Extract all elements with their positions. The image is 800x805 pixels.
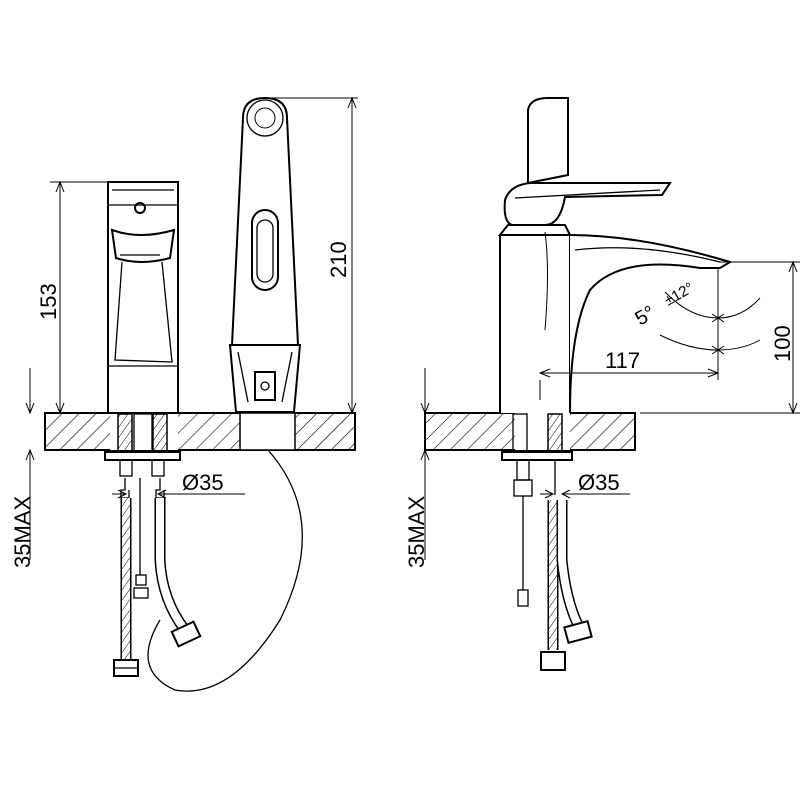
dimension-dia35-right-label: Ø35 xyxy=(578,470,620,495)
supply-hoses-left xyxy=(104,413,202,677)
lever-handle xyxy=(527,97,569,185)
dimension-117: 117 xyxy=(538,348,720,400)
mounting-plate-right xyxy=(501,451,573,461)
dimension-117-label: 117 xyxy=(605,348,640,373)
mixer-body-side xyxy=(497,97,733,414)
dimension-35max-right: 35MAX xyxy=(404,368,430,568)
mixer-body-front xyxy=(107,181,179,414)
dimension-35max-left: 35MAX xyxy=(10,368,35,568)
right-side-view: 5° ±12° 117 100 35MAX xyxy=(404,97,800,671)
dimension-dia35-left: Ø35 xyxy=(112,470,245,499)
mounting-plate-left xyxy=(104,451,181,461)
dimension-100-label: 100 xyxy=(770,325,795,362)
dimension-dia35-right: Ø35 xyxy=(540,470,630,499)
indicator-screw-icon xyxy=(134,202,146,214)
trigger-button-icon xyxy=(251,209,279,291)
handshower-holder xyxy=(228,344,302,413)
supply-hoses-right xyxy=(501,413,593,671)
dimension-35max-left-label: 35MAX xyxy=(10,496,35,568)
spout xyxy=(569,234,733,414)
dimension-210-label: 210 xyxy=(326,241,351,278)
handshower-hose-loop xyxy=(147,449,303,692)
dimension-153: 153 xyxy=(36,180,108,415)
dimension-210: 210 xyxy=(265,96,358,415)
lever-angle-indicators: 5° ±12° xyxy=(632,268,761,355)
dimension-dia35-left-label: Ø35 xyxy=(182,470,224,495)
countertop-section-left xyxy=(44,412,356,451)
spray-face-icon xyxy=(246,99,284,137)
dimension-35max-right-label: 35MAX xyxy=(404,496,429,568)
dimension-100: 100 xyxy=(640,260,800,415)
left-front-view: 153 210 35MAX Ø35 xyxy=(10,96,358,692)
dimension-153-label: 153 xyxy=(36,283,61,320)
handshower-base-through-slab xyxy=(239,412,296,451)
lever-base xyxy=(503,182,672,226)
handshower xyxy=(228,96,302,413)
angle-5-label: 5° xyxy=(632,302,660,331)
